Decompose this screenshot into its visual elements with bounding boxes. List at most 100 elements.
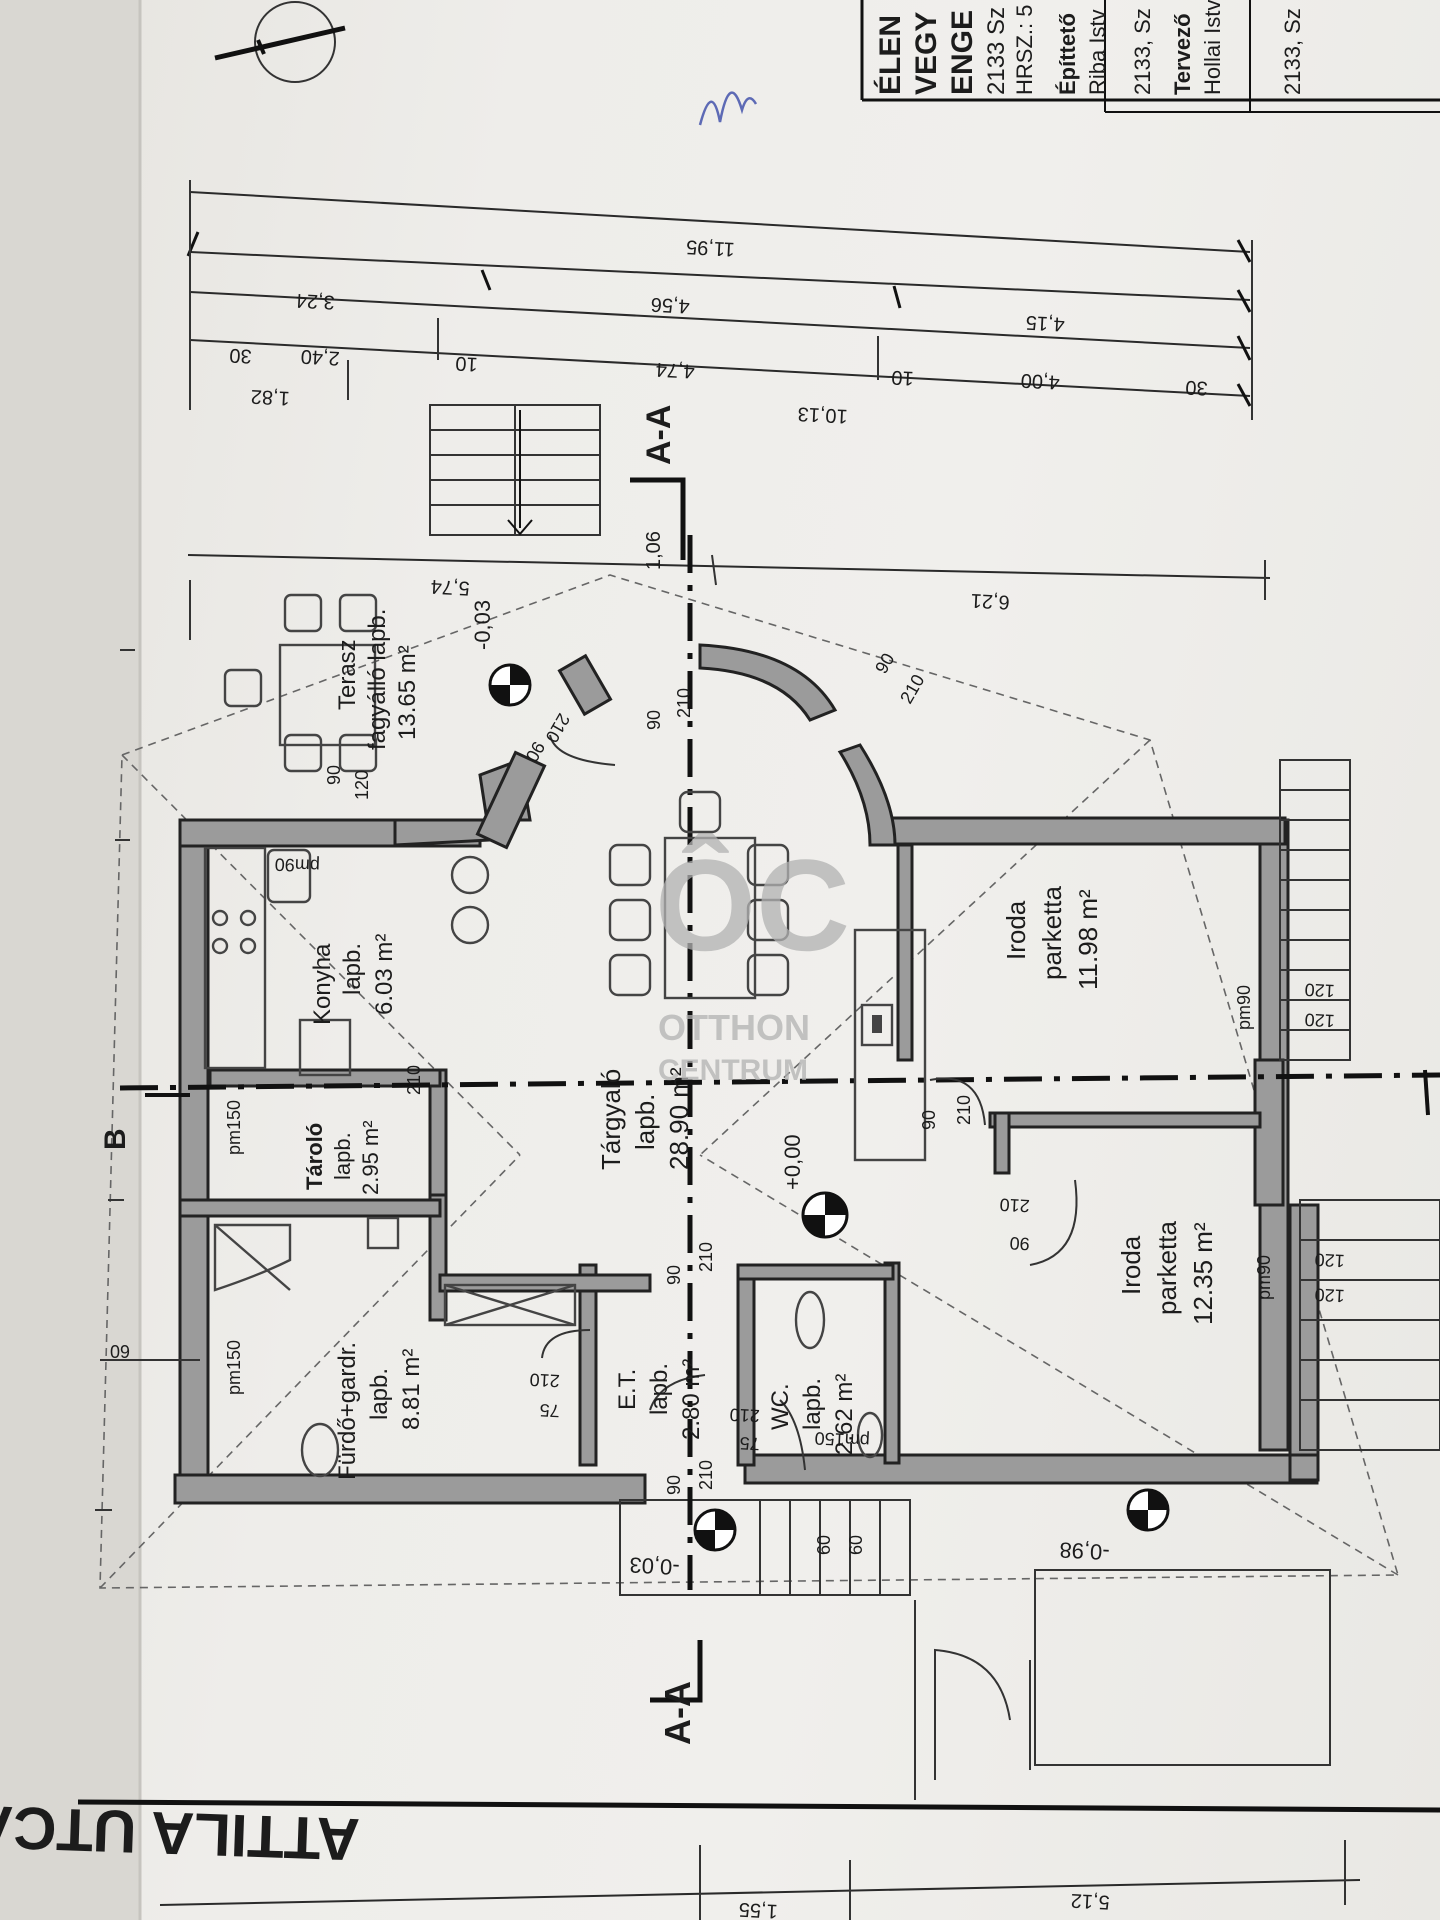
room-name: Tárgyaló	[596, 1069, 626, 1170]
room-label-tarolo: Tároló lapb. 2.95 m²	[302, 1120, 383, 1195]
dim-row3-f: 4,00	[1020, 369, 1060, 393]
walls	[173, 643, 1320, 1505]
section-label-top: A-A	[640, 405, 678, 465]
title-line1: ÉLEN	[873, 15, 907, 95]
title-line3: ENGE	[946, 10, 979, 95]
street-boundary: 1,55 5,12 ATTILA UTCA	[0, 1793, 1440, 1920]
room-floor: fagyálló lapb.	[364, 609, 391, 750]
room-name: Tároló	[302, 1123, 327, 1190]
level-entrance: -0,03	[629, 1552, 680, 1580]
left-edge-ticks: 60	[95, 649, 200, 1511]
title-line5: HRSZ.: 5	[1012, 5, 1037, 95]
room-floor: lapb.	[330, 1132, 355, 1180]
dining-table	[608, 790, 790, 1000]
opening-pm150-a: pm150	[224, 1100, 244, 1155]
room-name: Konyha	[309, 943, 336, 1025]
dim-row3-d: 4,74	[655, 358, 695, 382]
room-name: Fürdő+gardr.	[334, 1342, 361, 1480]
builder-city: 2133, Sz	[1130, 8, 1155, 95]
top-dimension-lines	[186, 180, 1253, 420]
garage	[914, 1569, 1331, 1800]
side-dim-60: 60	[110, 1341, 130, 1361]
room-area: 8.81 m²	[398, 1349, 425, 1430]
opening-pm90-c: pm90	[1254, 1255, 1274, 1300]
level-yard: -0,98	[1059, 1537, 1110, 1565]
bathroom-fixtures	[213, 1216, 884, 1478]
level-marker-zero-icon	[801, 1191, 849, 1239]
opening-120-b: 120	[1304, 979, 1335, 1001]
dim-row2-a: 3,24	[295, 289, 335, 313]
room-label-terasz: Terasz fagyálló lapb. 13.65 m²	[334, 609, 421, 750]
room-name: E.T.	[614, 1369, 641, 1410]
opening-210-c: 210	[696, 1242, 716, 1272]
section-marker-top: A-A	[630, 405, 686, 560]
title-line2: VEGY	[910, 12, 943, 95]
opening-210-d: 210	[696, 1460, 716, 1490]
room-floor: lapb.	[339, 943, 366, 995]
kitchen-fixtures	[203, 846, 490, 1077]
builder-name: Riba Istv	[1085, 9, 1110, 95]
dim-left-c: 1,06	[643, 531, 665, 570]
room-label-iroda-1: Iroda parketta 11.98 m²	[1001, 886, 1103, 990]
room-floor: parketta	[1152, 1221, 1182, 1315]
room-area: 2.62 m²	[831, 1374, 858, 1455]
dim-left-a: 5,74	[430, 575, 470, 599]
opening-pm150-b: pm150	[224, 1340, 244, 1395]
room-area: 11.98 m²	[1073, 889, 1103, 990]
street-name: ATTILA UTCA	[0, 1793, 361, 1874]
opening-75-b: 75	[739, 1433, 760, 1454]
top-dimension-labels: 11,95 3,24 4,56 4,15 30 2,40 10 4,74 10 …	[229, 235, 1208, 427]
level-marker-terrace-icon	[488, 663, 532, 707]
room-name: WC.	[767, 1383, 794, 1430]
opening-210-e: 210	[729, 1404, 760, 1426]
room-area: 28.90 m²	[664, 1067, 694, 1170]
room-floor: lapb.	[646, 1363, 673, 1415]
opening-120-a: 120	[352, 770, 372, 800]
room-name: Iroda	[1116, 1235, 1146, 1295]
level-labels: +0,00 -0,03 -0,03 -0,98	[470, 600, 1110, 1580]
opening-60-b: 60	[846, 1535, 866, 1555]
opening-pm90-a: pm90	[274, 854, 320, 876]
dim-left-b: 6,21	[970, 589, 1010, 613]
room-label-targyalo: Tárgyaló lapb. 28.90 m²	[596, 1067, 694, 1170]
watermark-mark: ÔC	[655, 832, 850, 978]
opening-90-a: 90	[324, 765, 344, 785]
dim-row3-a: 30	[229, 344, 252, 367]
dim-bottom-b: 5,12	[1070, 1889, 1110, 1913]
opening-120-e: 120	[1314, 1284, 1345, 1306]
level-marker-entrance-icon	[693, 1508, 737, 1552]
opening-210-i: 210	[896, 671, 928, 707]
opening-90-d: 90	[919, 1110, 939, 1130]
room-label-konyha: Konyha lapb. 6.03 m²	[309, 934, 398, 1025]
watermark-line1: OTTHON	[658, 1007, 810, 1048]
opening-210-j: 210	[542, 710, 574, 746]
dim-row4-b: 10,13	[797, 402, 848, 427]
dim-bottom-a: 1,55	[738, 1898, 778, 1920]
room-floor: lapb.	[630, 1094, 660, 1150]
room-area: 12.35 m²	[1188, 1222, 1218, 1325]
left-dimension-lines: 5,74 6,21 1,06	[187, 531, 1271, 640]
room-area: 13.65 m²	[394, 645, 421, 740]
dim-row3-c: 10	[455, 352, 478, 375]
opening-120-d: 120	[1314, 1249, 1345, 1271]
section-label-side: B	[99, 1128, 132, 1150]
room-area: 2.80 m²	[678, 1359, 705, 1440]
opening-120-c: 120	[1304, 1009, 1335, 1031]
watermark-logo: ÔC OTTHON CENTRUM	[655, 832, 850, 1087]
designer-label: Tervező	[1170, 13, 1195, 95]
level-terrace: -0,03	[470, 600, 495, 650]
opening-210-b: 210	[529, 1369, 560, 1391]
room-floor: lapb.	[366, 1368, 393, 1420]
entrance-steps	[619, 1499, 911, 1596]
title-line4: 2133 Sz	[983, 7, 1010, 95]
level-zero: +0,00	[780, 1134, 805, 1190]
room-floor: lapb.	[799, 1378, 826, 1430]
opening-90-c: 90	[664, 1475, 684, 1495]
opening-90-f: 90	[644, 710, 664, 730]
opening-210-f: 210	[954, 1095, 974, 1125]
room-name: Terasz	[334, 639, 361, 710]
stairs-top	[429, 404, 601, 536]
dim-row3-e: 10	[891, 366, 914, 389]
opening-75-a: 75	[539, 1400, 560, 1421]
